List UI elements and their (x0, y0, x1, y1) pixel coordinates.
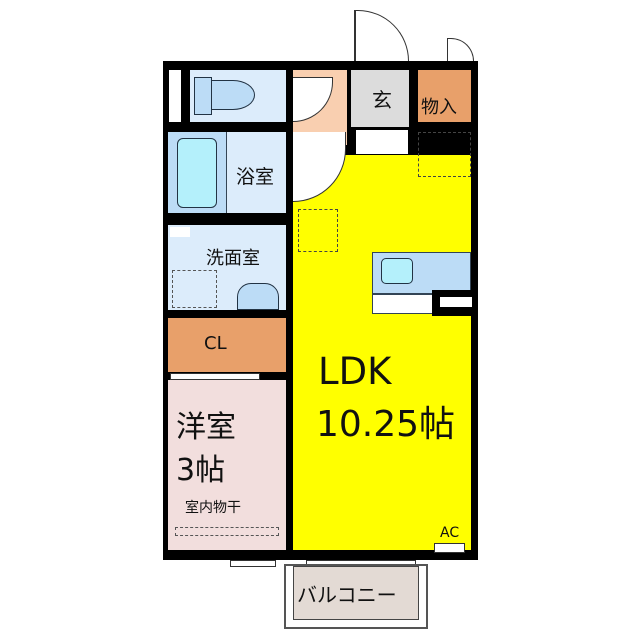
washroom-label: 洗面室 (206, 248, 260, 269)
room-closet (168, 318, 286, 372)
bathtub-basin-icon (177, 138, 217, 208)
room-entrance (351, 70, 409, 127)
balcony-label: バルコニー (297, 583, 397, 607)
refrigerator-space (298, 209, 338, 252)
storage-label: 物入 (421, 97, 457, 118)
kitchen-sink-icon (381, 258, 413, 284)
storage-door[interactable] (447, 38, 474, 61)
room-storage (418, 70, 471, 122)
indoor-drying-label: 室内物干 (185, 500, 241, 516)
drying-rod (175, 527, 279, 536)
closet-label: CL (204, 333, 227, 354)
ac-label: AC (440, 525, 460, 541)
closet-doors[interactable] (170, 373, 260, 380)
western-room-label: 洋室 (176, 410, 236, 445)
western-room-size: 3帖 (176, 453, 226, 488)
toilet-bowl-icon (211, 80, 255, 110)
kitchen-wall-window (440, 297, 472, 307)
room-ldk (293, 155, 471, 550)
entrance-label: 玄 (372, 88, 392, 112)
ldk-label: LDK (318, 350, 392, 393)
sink-icon (237, 283, 279, 310)
ldk-upper-storage (418, 132, 471, 177)
washroom-window (170, 227, 190, 237)
toilet-window (169, 70, 181, 122)
entrance-door[interactable] (354, 10, 409, 61)
western-room-window[interactable] (230, 560, 276, 567)
entrance-step (356, 130, 408, 154)
room-western (168, 380, 286, 550)
ldk-size: 10.25帖 (316, 404, 456, 445)
kitchen-cabinet (372, 294, 435, 314)
ac-unit-icon (434, 543, 465, 553)
bathroom-label: 浴室 (236, 166, 275, 188)
toilet-tank-icon (194, 77, 212, 115)
washer-space-icon (172, 270, 217, 308)
room-balcony (293, 566, 419, 620)
